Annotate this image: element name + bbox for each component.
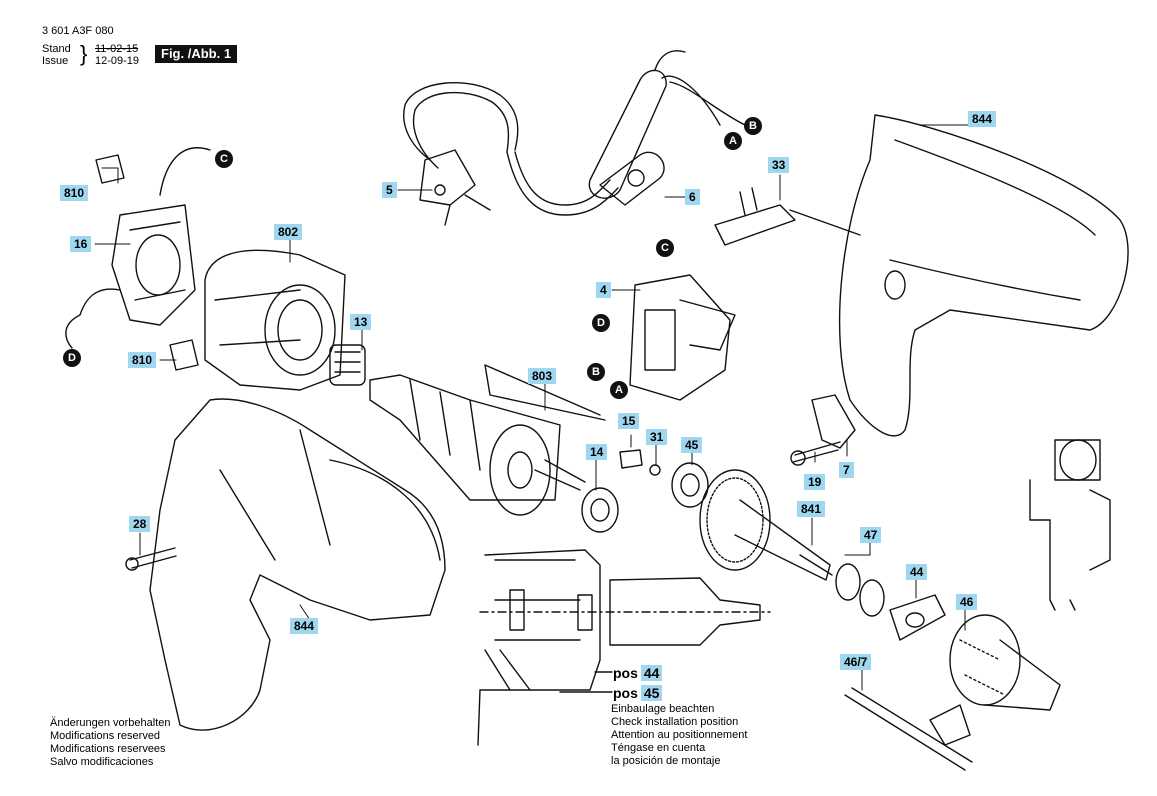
callout-33-lock-button[interactable]: 33 (768, 157, 790, 173)
housing-half-drawing (838, 114, 1129, 437)
footer-fr: Modifications reservees (50, 743, 166, 755)
callout-844-housing-right[interactable]: 844 (968, 111, 997, 127)
footer-es: Salvo modificaciones (50, 756, 154, 768)
power-cord-drawing (403, 82, 619, 226)
callout-15[interactable]: 15 (618, 413, 640, 429)
stand-date: 11-02-15 (95, 43, 139, 55)
callout-16-brush-holder[interactable]: 16 (70, 236, 92, 252)
footer-en: Modifications reserved (50, 730, 161, 742)
callout-4-switch[interactable]: 4 (596, 282, 611, 298)
issue-label: Issue (42, 55, 69, 67)
detail-inset-drawing (1029, 439, 1111, 611)
stator-drawing (204, 249, 346, 391)
part-number: 3 601 A3F 080 (42, 25, 114, 37)
connector-b-top[interactable]: B (744, 117, 762, 135)
callout-44-spacer[interactable]: 44 (906, 564, 928, 580)
callout-13-fan[interactable]: 13 (350, 314, 372, 330)
washers-drawing (835, 563, 885, 617)
callout-810-brush-lower[interactable]: 810 (128, 352, 157, 368)
screw-clamp-drawing (790, 394, 856, 466)
chuck-drawing (949, 614, 1061, 711)
brush-holder-drawing (65, 147, 211, 371)
gear-spindle-drawing (699, 469, 833, 581)
connector-a-switch[interactable]: A (610, 381, 628, 399)
drill-body-drawing (125, 398, 446, 731)
strain-relief-drawing (588, 50, 746, 206)
callout-19-screw[interactable]: 19 (804, 474, 826, 490)
inset-note-es-1: Téngase en cuenta (611, 742, 706, 754)
callout-7-clamp[interactable]: 7 (839, 462, 854, 478)
pos-44-number[interactable]: 44 (640, 665, 663, 681)
callout-810-brush-upper[interactable]: 810 (60, 185, 89, 201)
callout-46-chuck[interactable]: 46 (956, 594, 978, 610)
pos-45-prefix: pos (613, 685, 638, 701)
connector-d-switch[interactable]: D (592, 314, 610, 332)
inset-note-es-2: la posición de montaje (611, 755, 721, 767)
spacer-drawing (889, 594, 946, 641)
chuck-key-drawing (844, 687, 973, 771)
inset-cross-section-drawing (477, 549, 771, 746)
callout-841-spindle[interactable]: 841 (797, 501, 826, 517)
callout-802-stator[interactable]: 802 (274, 224, 303, 240)
callout-45-bearing[interactable]: 45 (681, 437, 703, 453)
callout-14-bearing[interactable]: 14 (586, 444, 608, 460)
pos-44-prefix: pos (613, 665, 638, 681)
lock-button-drawing (714, 187, 861, 246)
fan-drawing (329, 344, 366, 386)
callout-844-housing-left[interactable]: 844 (290, 618, 319, 634)
figure-label: Fig. /Abb. 1 (155, 45, 238, 63)
inset-note-de: Einbaulage beachten (611, 703, 715, 715)
connector-c-left[interactable]: C (215, 150, 233, 168)
brace-icon: } (80, 41, 88, 66)
callout-5-cord[interactable]: 5 (382, 182, 397, 198)
connector-c-switch[interactable]: C (656, 239, 674, 257)
inset-note-en: Check installation position (611, 716, 739, 728)
connector-d-left[interactable]: D (63, 349, 81, 367)
footer-de: Änderungen vorbehalten (50, 717, 171, 729)
callout-47-washers[interactable]: 47 (860, 527, 882, 543)
armature-drawing (369, 364, 606, 516)
callout-803-armature[interactable]: 803 (528, 368, 557, 384)
switch-drawing (629, 274, 736, 401)
leader-lines (94, 124, 971, 691)
stand-label: Stand (42, 43, 71, 55)
pos-45-number[interactable]: 45 (640, 685, 663, 701)
callout-28-screw[interactable]: 28 (129, 516, 151, 532)
connector-b-switch[interactable]: B (587, 363, 605, 381)
issue-date: 12-09-19 (95, 55, 140, 67)
callout-46-7-chuck-key[interactable]: 46/7 (840, 654, 872, 670)
bearings-drawing (581, 449, 709, 533)
inset-note-fr: Attention au positionnement (611, 729, 748, 741)
callout-31[interactable]: 31 (646, 429, 668, 445)
connector-a-top[interactable]: A (724, 132, 742, 150)
callout-6-strain-relief[interactable]: 6 (685, 189, 700, 205)
